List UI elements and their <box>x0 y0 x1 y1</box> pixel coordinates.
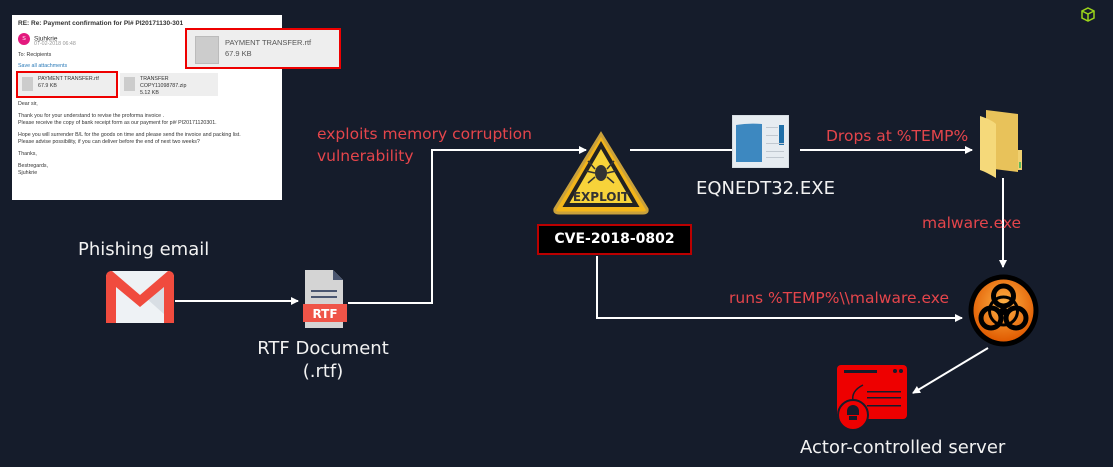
phishing-email-label: Phishing email <box>78 239 210 260</box>
gmail-icon <box>106 271 174 323</box>
runs-malware-label: runs %TEMP%\\malware.exe <box>729 289 949 307</box>
cube-icon <box>1081 7 1095 22</box>
zoomed-attachment: PAYMENT TRANSFER.rtf 67.9 KB <box>185 28 341 69</box>
zoomed-attachment-name: PAYMENT TRANSFER.rtf <box>225 38 312 47</box>
arrow-malware-to-server <box>912 347 989 394</box>
rtf-document-label: RTF Document(.rtf) <box>252 337 394 383</box>
eqnedt-app-icon <box>732 115 789 168</box>
drops-label: Drops at %TEMP% <box>826 127 969 145</box>
email-subject: RE: Re: Payment confirmation for PI# PI2… <box>18 20 184 27</box>
actor-server-label: Actor-controlled server <box>800 437 1006 458</box>
malware-exe-label: malware.exe <box>922 214 1022 232</box>
malicious-server-icon <box>837 365 907 431</box>
email-body-line: Thank you for your understand to revise … <box>18 113 165 119</box>
rtf-label-line2: (.rtf) <box>302 361 344 382</box>
email-body-line: Hope you will surrender B/L for the good… <box>18 132 241 138</box>
biohazard-malware-icon <box>968 274 1039 347</box>
sender-avatar: S <box>18 33 30 45</box>
email-body-line: Please receive the copy of bank receipt … <box>18 120 217 126</box>
rtf-badge-text: RTF <box>312 307 337 321</box>
sender-name: Sjuhkrie <box>34 35 58 43</box>
exploit-edge-label: exploits memory corruption vulnerability <box>317 123 532 167</box>
email-greeting: Dear sir, <box>18 101 38 107</box>
cve-label: CVE-2018-0802 <box>537 224 692 255</box>
attachment-name: PAYMENT TRANSFER.rtf <box>38 76 99 82</box>
exploit-badge-text: EXPLOIT <box>573 190 630 204</box>
email-thanks: Thanks, <box>18 151 37 157</box>
zoomed-attachment-size: 67.9 KB <box>225 49 252 58</box>
save-all-attachments-link[interactable]: Save all attachments <box>18 63 68 69</box>
arrow-cve-to-malware <box>596 256 963 322</box>
attachment-size: 5.12 KB <box>140 90 159 96</box>
exploit-warning-icon: EXPLOIT <box>553 131 649 215</box>
email-signature: Sjuhkrie <box>18 170 38 176</box>
attachment-size: 67.9 KB <box>38 83 57 89</box>
email-signoff: Bestregards, <box>18 163 49 169</box>
rtf-label-line1: RTF Document <box>257 338 389 359</box>
attachment-name: TRANSFER COPY11098787.zip <box>140 76 187 89</box>
folder-icon <box>980 110 1022 178</box>
email-body-line: Please advise possibility, if you can de… <box>18 139 200 145</box>
rtf-file-icon: RTF <box>303 270 347 328</box>
email-to: To: Recipients <box>18 52 52 58</box>
exploit-label-line2: vulnerability <box>317 147 414 165</box>
exploit-label-line1: exploits memory corruption <box>317 125 532 143</box>
email-date: 07-02-2018 06:48 <box>34 41 76 47</box>
eqnedt-label: EQNEDT32.EXE <box>696 178 835 199</box>
arrow-rtf-to-exploit <box>348 146 587 304</box>
